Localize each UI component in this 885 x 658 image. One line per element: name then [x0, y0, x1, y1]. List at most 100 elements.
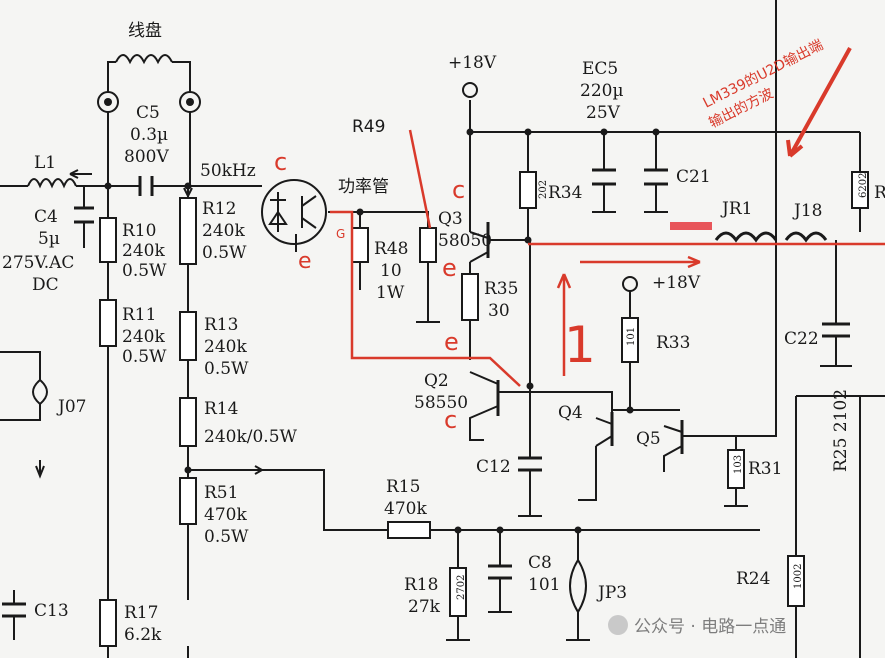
capacitor-c12: [518, 456, 542, 472]
resistor-r49: [419, 227, 437, 263]
label-r12-w: 0.5W: [202, 243, 247, 263]
label-r14-val: 240k/0.5W: [204, 427, 298, 447]
label-r51-val: 470k: [204, 505, 247, 525]
terminal-18v-top: [462, 82, 478, 98]
label-r-right-code: 6202: [858, 173, 869, 198]
label-coil: 线盘: [128, 21, 162, 41]
label-q2: Q2: [424, 371, 449, 391]
coil-inductor: [97, 54, 201, 113]
label-r18: R18: [404, 575, 438, 595]
label-r35: R35: [484, 279, 518, 299]
label-r34-code: 202: [538, 180, 549, 199]
capacitor-c21: [644, 168, 668, 186]
label-r33: R33: [656, 333, 690, 353]
label-r48: R48: [374, 239, 408, 259]
label-q3-val: 58050: [438, 231, 492, 251]
annotation-overlay: [330, 47, 885, 387]
watermark: 公众号 · 电路一点通: [608, 615, 786, 637]
resistor-r51: [179, 477, 197, 525]
label-r17-val: 6.2k: [124, 625, 162, 645]
label-ec5: EC5: [582, 59, 618, 79]
label-plus18-top: +18V: [448, 53, 497, 73]
capacitor-c22: [822, 322, 850, 338]
label-r14: R14: [204, 399, 238, 419]
label-r17: R17: [124, 603, 158, 623]
capacitor-c4: [74, 206, 94, 224]
resistor-r14: [179, 397, 197, 447]
label-r12: R12: [202, 199, 236, 219]
resistor-r10: [99, 217, 117, 263]
label-r18-val: 27k: [408, 597, 441, 617]
wechat-icon: [608, 615, 628, 635]
label-plus18-mid: +18V: [652, 273, 701, 293]
label-freq: 50kHz: [200, 161, 256, 181]
label-r15-val: 470k: [384, 499, 427, 519]
terminal-18v-mid: [622, 276, 638, 292]
label-c12: C12: [476, 457, 511, 477]
label-jp3: JP3: [596, 583, 627, 603]
label-l1: L1: [34, 153, 56, 173]
resistor-r12: [179, 197, 197, 265]
label-c8-val: 101: [528, 575, 560, 595]
label-r11-w: 0.5W: [122, 347, 167, 367]
label-ec5-volt: 25V: [586, 103, 621, 123]
label-r13-val: 240k: [204, 337, 247, 357]
label-ec5-val: 220µ: [580, 81, 624, 101]
jumper-j18: [784, 231, 828, 243]
label-r24-code: 1002: [793, 564, 804, 589]
resistor-r35: [461, 273, 479, 321]
label-c8: C8: [528, 553, 552, 573]
label-c4: C4: [34, 207, 58, 227]
label-c4-dc: DC: [32, 275, 59, 295]
label-r34: R34: [548, 183, 582, 203]
text-labels: 线盘 C5 0.3µ 800V L1 50kHz 功率管 C4 5µ 275V.…: [2, 21, 885, 645]
label-r49: R49: [352, 117, 385, 137]
red-bar-marker: [670, 222, 712, 230]
watermark-text: 公众号 · 电路一点通: [634, 617, 786, 637]
annotation-g-power: G: [336, 227, 345, 241]
annotation-e-q2: e: [444, 328, 459, 356]
label-r15: R15: [386, 477, 420, 497]
resistor-r31: [727, 449, 745, 489]
resistor-r33: [621, 317, 639, 363]
label-r48-val: 10: [380, 261, 402, 281]
label-r11-val: 240k: [122, 327, 165, 347]
label-r18-code: 2702: [456, 575, 467, 600]
annotation-e-q3: e: [442, 254, 457, 282]
label-c5-volt: 800V: [124, 147, 169, 167]
label-q4: Q4: [558, 403, 583, 423]
resistor-r24: [787, 555, 805, 607]
jumper-jp3: [569, 559, 587, 614]
resistor-r13: [179, 311, 197, 361]
label-c21: C21: [676, 167, 711, 187]
resistor-r11: [99, 299, 117, 347]
resistor-r48: [351, 227, 369, 263]
label-r51-w: 0.5W: [204, 527, 249, 547]
resistor-r34: [519, 171, 537, 209]
power-igbt: [261, 179, 327, 245]
capacitor-c8: [488, 564, 512, 580]
label-r11: R11: [122, 305, 156, 325]
label-c4-volt: 275V.AC: [2, 253, 74, 273]
annotation-marker-one: 1: [564, 316, 596, 374]
label-r13-w: 0.5W: [204, 359, 249, 379]
resistor-right-top: [851, 171, 869, 209]
label-r33-code: 101: [626, 327, 637, 346]
label-jr1: JR1: [720, 199, 752, 219]
label-c5: C5: [136, 103, 160, 123]
label-c22: C22: [784, 329, 819, 349]
label-c13: C13: [34, 601, 69, 621]
label-r48-w: 1W: [376, 283, 405, 303]
label-r10-w: 0.5W: [122, 261, 167, 281]
capacitor-ec5: [592, 168, 616, 186]
resistor-r17: [99, 599, 117, 647]
label-r24: R24: [736, 569, 770, 589]
jumper-jr1: [714, 231, 778, 243]
label-r12-val: 240k: [202, 221, 245, 241]
label-j18: J18: [792, 201, 822, 221]
label-r31: R31: [748, 459, 782, 479]
jumper-j07: [32, 379, 48, 406]
label-c5-val: 0.3µ: [130, 125, 168, 145]
